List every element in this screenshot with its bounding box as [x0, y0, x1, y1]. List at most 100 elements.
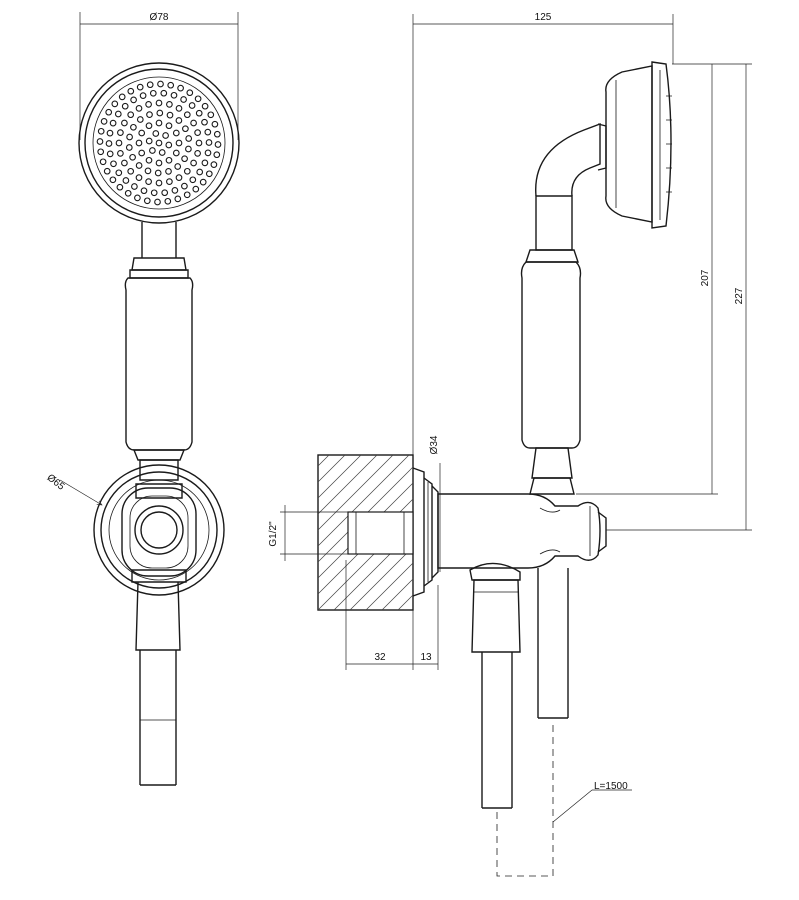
dim-holder-diameter: Ø65 — [45, 472, 102, 505]
spray-hole — [155, 119, 163, 127]
spray-hole — [130, 96, 137, 104]
spray-hole — [118, 93, 126, 101]
spray-hole — [182, 125, 189, 133]
spray-hole — [97, 127, 105, 135]
spray-hole — [183, 111, 191, 119]
spray-hole — [181, 182, 188, 190]
spray-hole — [150, 189, 158, 197]
spray-hole — [194, 95, 202, 103]
spray-hole — [185, 135, 193, 142]
spray-hole — [127, 87, 135, 95]
spray-hole — [201, 159, 209, 167]
spray-hole — [180, 96, 187, 103]
hatch-line — [318, 455, 378, 515]
spray-hole — [110, 160, 117, 168]
spray-hole — [135, 174, 143, 181]
spray-hole — [116, 183, 124, 191]
shower-head-front — [78, 62, 240, 224]
spray-hole — [138, 149, 146, 157]
side-view: 125 G1/2" 32 13 — [158, 12, 752, 877]
dim-outlet-diameter: Ø34 — [429, 435, 441, 572]
spray-hole — [117, 150, 124, 157]
spray-hole — [199, 178, 207, 186]
spray-hole — [105, 108, 113, 116]
spray-hole — [145, 178, 152, 185]
spray-hole — [194, 150, 201, 157]
depth-32-label: 32 — [374, 652, 386, 663]
spray-hole — [149, 89, 157, 97]
spray-hole — [166, 101, 173, 108]
spray-hole — [195, 109, 203, 117]
spray-hole — [204, 128, 212, 136]
wall-holder-front — [93, 464, 225, 596]
spray-hole — [152, 130, 160, 137]
spray-hole — [97, 148, 105, 156]
spray-hole — [175, 139, 183, 147]
dim-thread: G1/2" — [268, 505, 348, 561]
spray-hole — [196, 168, 204, 176]
spray-hole — [135, 139, 143, 147]
spray-hole — [136, 116, 144, 123]
spray-hole — [183, 191, 191, 199]
spray-hole — [143, 197, 151, 205]
spray-hole — [201, 102, 209, 110]
spray-hole — [121, 102, 129, 110]
spray-hole — [194, 129, 201, 136]
spray-hole — [121, 159, 128, 167]
spray-hole — [146, 111, 153, 118]
spray-hole — [177, 84, 184, 92]
spray-hole — [172, 149, 180, 157]
spray-hole — [149, 147, 156, 154]
spray-hole — [190, 159, 197, 167]
hatch-line — [318, 455, 362, 499]
spray-hole — [188, 102, 196, 109]
spray-hole — [99, 158, 107, 166]
spray-hole — [155, 179, 163, 187]
spray-hole — [154, 198, 161, 206]
spray-hole — [164, 197, 172, 205]
spray-hole — [145, 156, 153, 164]
spray-hole — [165, 168, 172, 175]
spray-hole — [122, 177, 130, 184]
spray-hole — [171, 187, 179, 194]
dim-total-width: 125 — [412, 12, 674, 455]
spray-hole — [170, 91, 178, 99]
spray-hole — [117, 129, 124, 136]
thread-label: G1/2" — [268, 521, 279, 547]
spray-hole — [109, 176, 117, 184]
hatch-line — [318, 455, 394, 531]
hose-side — [469, 562, 569, 877]
spray-hole — [114, 110, 122, 118]
hatch-line — [158, 455, 313, 610]
spray-hole — [183, 167, 191, 175]
spray-hole — [211, 120, 219, 128]
spray-hole — [106, 150, 114, 158]
spray-hole — [213, 151, 221, 159]
height-227-label: 227 — [734, 287, 745, 304]
spray-hole — [157, 80, 164, 88]
spray-hole — [210, 161, 218, 168]
hatch-line — [381, 578, 413, 610]
hose-front — [135, 581, 181, 786]
hatch-line — [349, 546, 413, 610]
outlet-diameter-label: Ø34 — [429, 435, 440, 454]
spray-hole — [205, 139, 213, 146]
spray-hole — [106, 129, 114, 137]
spray-hole — [166, 111, 174, 119]
spray-hole — [136, 83, 144, 91]
spray-hole — [175, 105, 183, 112]
spray-hole — [96, 138, 104, 145]
spray-hole — [190, 119, 197, 127]
spray-hole — [161, 189, 169, 197]
spray-holes — [96, 80, 222, 206]
spray-hole — [189, 176, 197, 184]
spray-hole — [131, 183, 138, 190]
spray-hole — [195, 139, 203, 147]
spray-hole — [165, 156, 173, 164]
spray-hole — [140, 187, 148, 195]
spray-hole — [175, 117, 183, 124]
spray-hole — [135, 105, 143, 112]
spray-hole — [165, 122, 173, 130]
spray-hole — [205, 170, 213, 178]
